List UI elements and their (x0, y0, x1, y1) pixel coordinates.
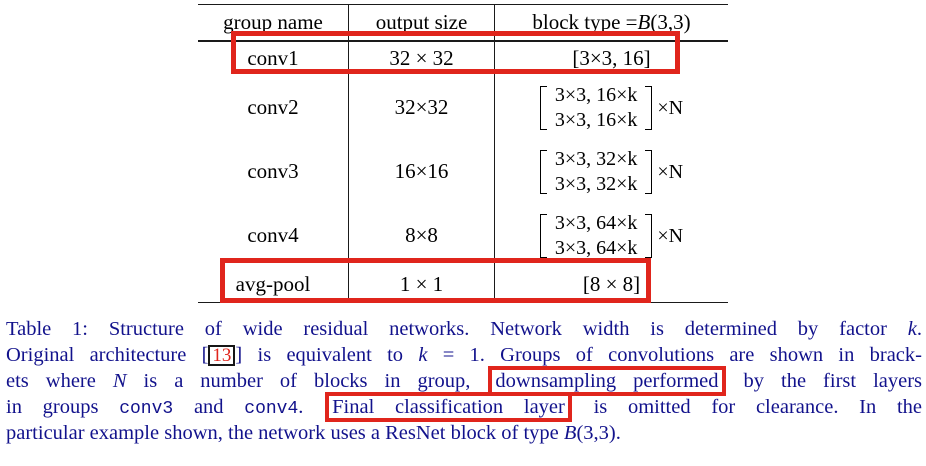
caption-text-segment: ets where (6, 370, 113, 392)
matrix-rows: 3×3, 32×k 3×3, 32×k (554, 148, 638, 195)
table-cell-output-size: 32 × 32 (348, 42, 494, 76)
table-header-segment: block type = (532, 9, 638, 34)
caption-line: in groups conv3 and conv4. Final classif… (6, 392, 923, 422)
caption-line: Original architecture [13] is equivalent… (6, 342, 922, 368)
caption-text-segment: Table 1: Structure of wide residual netw… (6, 318, 908, 340)
caption-text-segment: k (418, 344, 428, 366)
table-header-group-name: group name (198, 5, 348, 42)
caption-text-segment: and (173, 396, 245, 418)
matrix-left-bracket (539, 214, 547, 258)
table-cell-output-size: 32×32 (348, 76, 494, 140)
caption-code-segment: conv3 (119, 399, 174, 419)
table-cell-output-size: 16×16 (348, 140, 494, 204)
table-cell-block-type: [3×3, 16] (494, 42, 728, 76)
matrix-left-bracket (539, 86, 547, 130)
matrix-multiplier: ×N (657, 97, 684, 119)
matrix-rows: 3×3, 64×k 3×3, 64×k (554, 212, 638, 259)
caption-text-segment: is omitted for clearance. In the (572, 396, 923, 418)
conv-block-matrix: 3×3, 16×k 3×3, 16×k (539, 82, 653, 134)
table-caption: Table 1: Structure of wide residual netw… (6, 316, 922, 446)
table-cell-group-name: avg-pool (235, 272, 311, 297)
caption-line: Table 1: Structure of wide residual netw… (6, 316, 922, 342)
table-header-segment: (3,3) (650, 9, 691, 34)
table-cell-block-type: 3×3, 64×k 3×3, 64×k ×N (494, 204, 728, 268)
highlight-box-conv1-row (231, 31, 680, 74)
caption-text-segment: . (298, 396, 325, 418)
table-header-block-type: block type = B(3,3) (494, 5, 728, 42)
caption-text-segment: B (563, 422, 577, 444)
caption-text-segment: in groups (6, 396, 120, 418)
caption-text-segment: Original architecture [ (6, 344, 209, 366)
caption-text-segment: particular example shown, the network us… (6, 422, 564, 444)
table-cell-block-type: 3×3, 32×k 3×3, 32×k ×N (494, 140, 728, 204)
table-header-output-size: output size (348, 5, 494, 42)
table-cell-group-name: conv1 (247, 46, 299, 71)
matrix-right-bracket (645, 214, 653, 258)
table-header-segment: B (637, 9, 651, 34)
caption-highlight-box: downsampling performed (488, 366, 726, 396)
caption-text-segment: k (907, 318, 917, 340)
caption-code-segment: conv4 (244, 399, 299, 419)
matrix-rows: 3×3, 16×k 3×3, 16×k (554, 84, 638, 131)
caption-line: particular example shown, the network us… (6, 420, 922, 446)
matrix-right-bracket (645, 86, 653, 130)
table-cell-block-type: 3×3, 16×k 3×3, 16×k ×N (494, 76, 728, 140)
caption-text-segment: . (916, 318, 922, 340)
highlight-box-avgpool-row (220, 258, 651, 303)
caption-text-segment: (3,3). (576, 422, 621, 444)
caption-text-segment: ] is equivalent to (235, 344, 419, 366)
table-cell-output-size: 1 × 1 (348, 268, 494, 302)
table-cell-group-name: conv2 (247, 95, 299, 120)
caption-text-segment: = 1. Groups of convolutions are shown in… (427, 344, 922, 366)
caption-highlight-box: Final classification layer (325, 392, 572, 422)
caption-text-segment: is a number of blocks in group, (126, 370, 488, 392)
matrix-multiplier: ×N (657, 161, 684, 183)
table-cell-block-type: [8 × 8] (494, 268, 728, 302)
citation-link-13[interactable]: 13 (208, 345, 236, 366)
conv-block-matrix: 3×3, 64×k 3×3, 64×k (539, 210, 653, 262)
table-cell-output-size: 8×8 (348, 204, 494, 268)
table-grid: group name output size block type = B(3,… (198, 4, 728, 303)
caption-text-segment: by the first layers (726, 370, 923, 392)
matrix-multiplier: ×N (657, 225, 684, 247)
caption-line: ets where N is a number of blocks in gro… (6, 366, 923, 396)
table-cell-group-name: conv3 (247, 159, 299, 184)
table-cell-group-name: conv4 (247, 223, 299, 248)
matrix-right-bracket (645, 150, 653, 194)
conv-block-matrix: 3×3, 32×k 3×3, 32×k (539, 146, 653, 198)
wrn-structure-table: group name output size block type = B(3,… (198, 4, 728, 303)
matrix-left-bracket (539, 150, 547, 194)
caption-text-segment: N (112, 370, 127, 392)
